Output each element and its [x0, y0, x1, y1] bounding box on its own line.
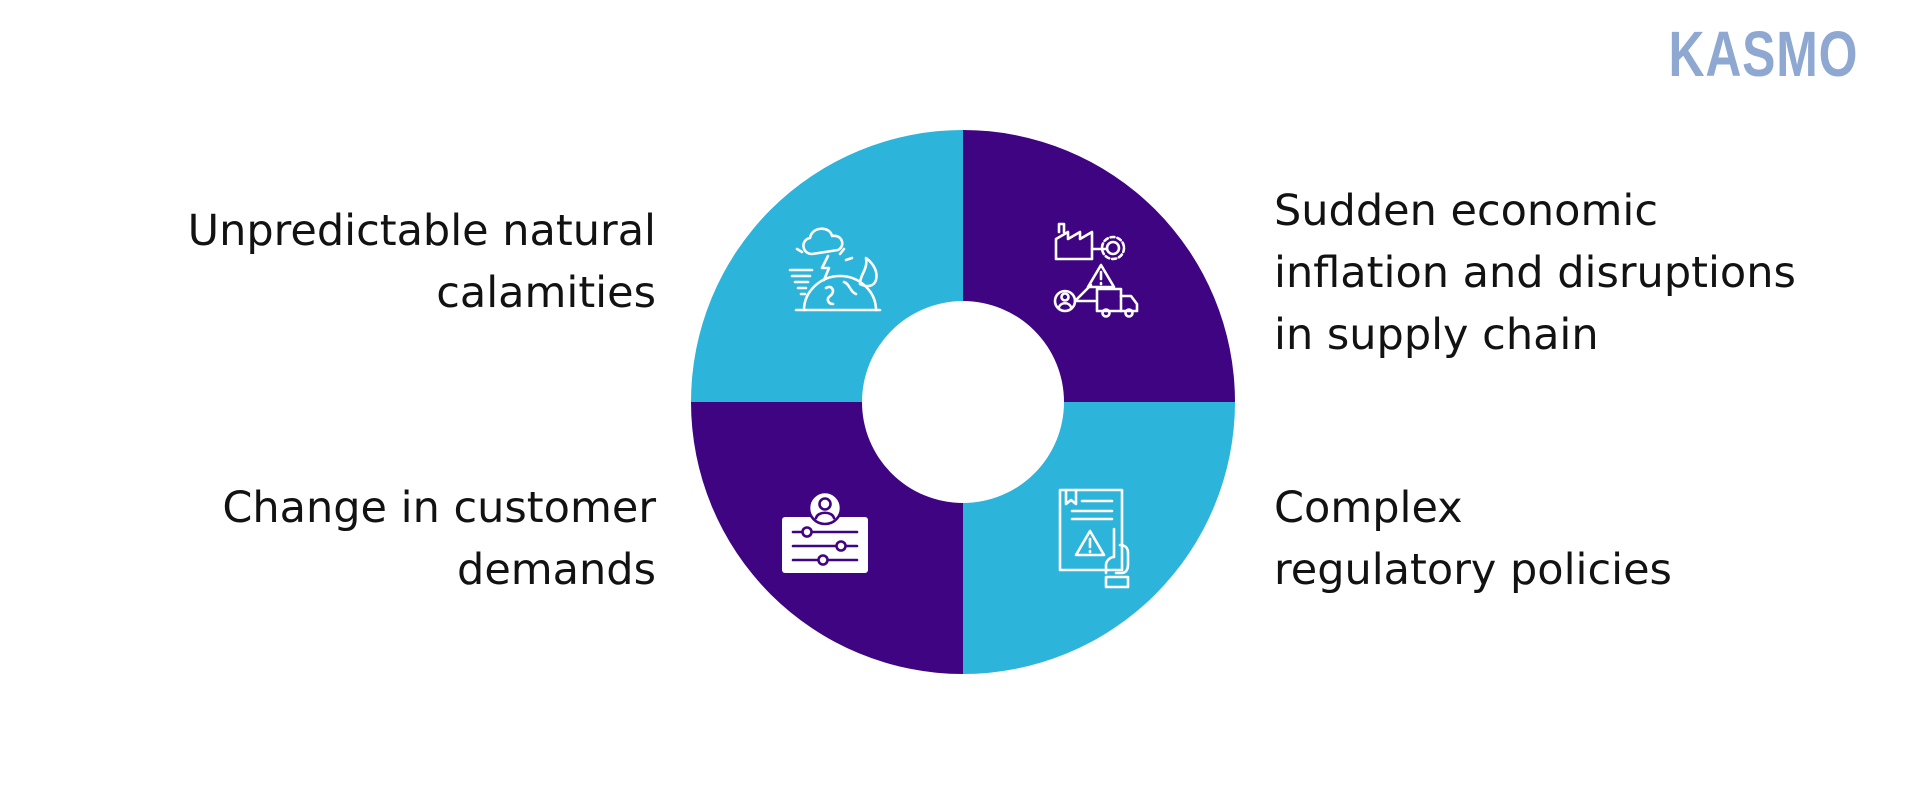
label-line: Sudden economic [1274, 186, 1658, 236]
donut-segments [691, 130, 1235, 674]
customer-settings-icon [782, 490, 868, 573]
segment-regulatory-policies [963, 402, 1235, 674]
supply-chain-disruption-icon [1053, 222, 1139, 318]
label-line: Complex [1274, 483, 1463, 533]
natural-disaster-icon [788, 227, 882, 312]
label-economic-inflation: Sudden economic inflation and disruption… [1274, 180, 1796, 366]
label-natural-calamities: Unpredictable natural calamities [188, 200, 656, 324]
label-line: inflation and disruptions [1274, 248, 1796, 298]
brand-logo: KASMO [1668, 18, 1858, 90]
label-line: calamities [436, 268, 656, 318]
label-line: Change in customer [222, 483, 656, 533]
label-regulatory-policies: Complex regulatory policies [1274, 477, 1672, 601]
segment-natural-calamities [691, 130, 963, 402]
label-line: regulatory policies [1274, 545, 1672, 595]
label-line: in supply chain [1274, 310, 1599, 360]
regulatory-document-icon [1058, 488, 1130, 589]
label-line: demands [457, 545, 656, 595]
label-customer-demands: Change in customer demands [222, 477, 656, 601]
label-line: Unpredictable natural [187, 206, 656, 256]
